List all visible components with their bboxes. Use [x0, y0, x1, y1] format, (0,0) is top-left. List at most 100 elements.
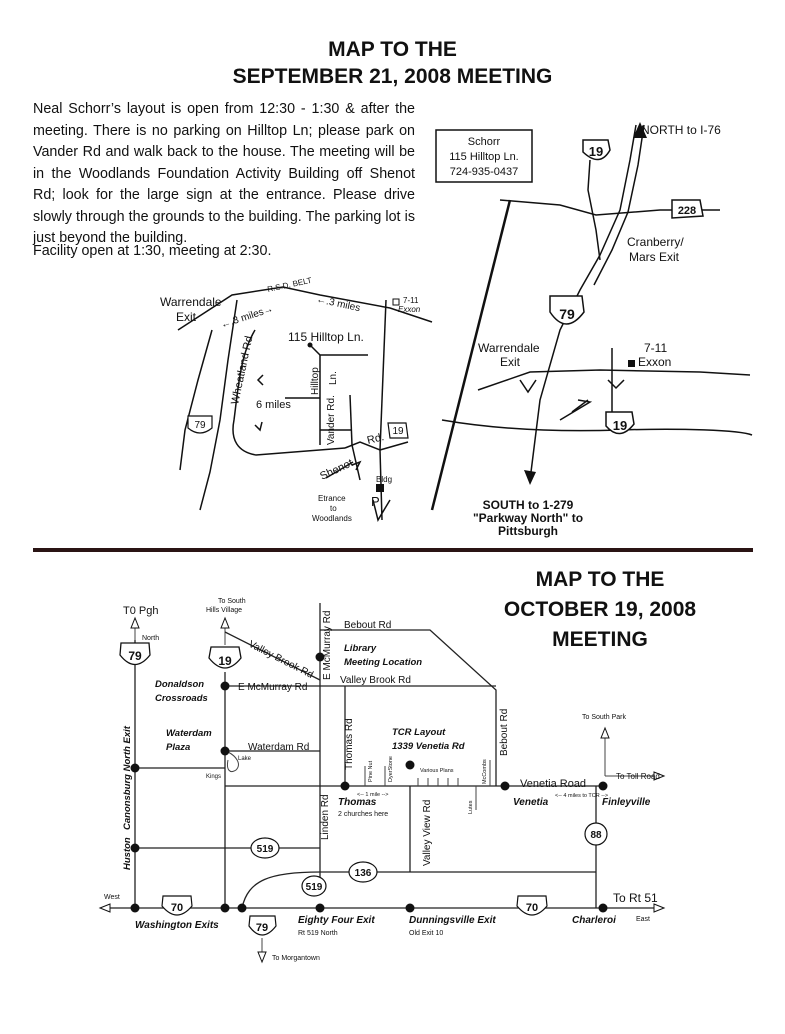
directions-paragraph: Neal Schorr’s layout is open from 12:30 … [33, 101, 415, 246]
local-roads [177, 286, 433, 522]
rd-label: Rd. [366, 431, 386, 447]
route-79-shield-south: 79 [248, 915, 277, 936]
warrendale-exit-label-2: Exit [176, 310, 197, 324]
bebout-rd-label: Bebout Rd [499, 709, 510, 756]
four-miles-label: <-- 4 miles to TCR --> [555, 793, 608, 799]
to-rt51-label: To Rt 51 [613, 891, 658, 905]
crossroads-label: Crossroads [155, 693, 208, 704]
building-marker [376, 484, 384, 492]
waterdam-label: Waterdam [166, 728, 212, 739]
entrance-label-3: Woodlands [312, 514, 352, 523]
to-pgh-label: T0 Pgh [123, 605, 158, 617]
eighty-four-exit: Eighty Four Exit [298, 915, 375, 926]
north-label-2: North [142, 635, 159, 642]
route-136-shield: 136 [348, 861, 378, 883]
to-south-hills-2: Hills Village [206, 607, 242, 614]
exxon-marker [628, 360, 635, 367]
huston-label: Huston [122, 837, 133, 870]
waterdam-rd: Waterdam Rd [248, 742, 309, 753]
svg-text:79: 79 [128, 649, 142, 663]
valley-view-label: Valley View Rd [422, 800, 433, 866]
cranberry-label-2: Mars Exit [629, 250, 680, 264]
exxon-highway: Exxon [638, 355, 671, 369]
schorr-phone: 724-935-0437 [450, 166, 519, 178]
bldg-label: Bldg [376, 475, 392, 484]
arrow-south-hills [220, 616, 230, 629]
house-marker [307, 342, 313, 348]
churches-label: 2 churches here [338, 811, 388, 818]
svg-text:88: 88 [590, 830, 602, 841]
schorr-address: 115 Hilltop Ln. [449, 151, 519, 163]
mccombs-label: McCombs [482, 759, 488, 784]
hilltop-address: 115 Hilltop Ln. [288, 330, 364, 344]
rt-519-north: Rt 519 North [298, 930, 338, 937]
route-19-shield: 19 [208, 646, 242, 669]
title2-line-2: OCTOBER 19, 2008 [503, 598, 697, 621]
svg-text:519: 519 [306, 882, 323, 893]
title-line-1: MAP TO THE [328, 38, 457, 61]
route-70-shield-west: 70 [161, 895, 193, 916]
svg-text:79: 79 [256, 922, 268, 934]
canonsburg-label: Canonsburg North Exit [122, 725, 133, 830]
svg-text:70: 70 [171, 902, 183, 914]
arrow-morgantown [257, 951, 267, 964]
meeting-location-label: Meeting Location [344, 657, 422, 668]
facility-hours: Facility open at 1:30, meeting at 2:30. [33, 243, 272, 259]
south-arrow [524, 470, 536, 485]
tcr-layout-label: TCR Layout [392, 727, 446, 738]
september-map: 79 19 Warrendale Exit R.S.D. BELT ←.3 mi… [160, 122, 753, 538]
vander-road: Vander Rd. [326, 395, 337, 445]
north-arrow-pgh [130, 616, 140, 629]
route-228-shield: 228 [671, 199, 704, 219]
venetia-label: Venetia [513, 797, 549, 808]
exxon-local: Exxon [398, 305, 421, 314]
valley-brook-rd: Valley Brook Rd [340, 675, 411, 686]
six-miles-label: 6 miles [256, 399, 291, 411]
route-19-shield-local: 19 [387, 422, 409, 439]
to-morgantown: To Morgantown [272, 955, 320, 962]
svg-text:19: 19 [392, 426, 404, 437]
kings-label: Kings [206, 774, 221, 780]
route-19-shield-bottom: 19 [605, 411, 635, 435]
map-separator [430, 199, 512, 511]
south-label: SOUTH to 1-279 [483, 498, 574, 512]
old-exit-10: Old Exit 10 [409, 930, 443, 937]
svg-text:19: 19 [589, 144, 603, 159]
various-plans-label: Various Plans [420, 768, 454, 774]
plaza-label: Plaza [166, 742, 190, 753]
pine-nut-label: Pine Nut [368, 760, 374, 782]
svg-text:519: 519 [257, 844, 274, 855]
east-label: East [636, 916, 650, 923]
svg-text:19: 19 [218, 654, 232, 668]
north-label: NORTH to I-76 [641, 123, 721, 137]
seven-eleven-local: 7-11 [403, 296, 419, 305]
valley-brook-diag: Valley Brook Rd [247, 639, 315, 681]
warrendale-exit-label: Warrendale [160, 295, 222, 309]
seven-eleven-highway: 7-11 [644, 341, 667, 355]
title2-line-1: MAP TO THE [535, 568, 665, 591]
entrance-label-2: to [330, 504, 337, 513]
title-line-2: SEPTEMBER 21, 2008 MEETING [232, 65, 553, 88]
route-79-shield-local: 79 [187, 415, 213, 434]
to-south-park: To South Park [582, 714, 626, 721]
title2-line-3: MEETING [552, 628, 648, 651]
charleroi-label: Charleroi [572, 915, 616, 926]
schorr-name: Schorr [468, 136, 501, 148]
route-70-shield-east: 70 [516, 895, 548, 916]
lake-label: Lake [238, 756, 252, 762]
south-label-2: "Parkway North" to [473, 511, 583, 525]
north-arrow [633, 122, 647, 138]
route-88-shield: 88 [584, 822, 608, 846]
svg-text:19: 19 [613, 418, 627, 433]
route-79-shield: 79 [549, 295, 585, 325]
parking-label: P [371, 494, 380, 509]
route-519-shield-a: 519 [250, 837, 280, 859]
south-label-3: Pittsburgh [498, 524, 558, 538]
finleyville-label: Finleyville [602, 797, 651, 808]
dyerstone-label: DyerStone [388, 756, 394, 782]
svg-text:136: 136 [355, 868, 372, 879]
arrow-west [98, 903, 111, 913]
route-519-shield-b: 519 [301, 875, 327, 897]
svg-text:79: 79 [194, 420, 206, 431]
